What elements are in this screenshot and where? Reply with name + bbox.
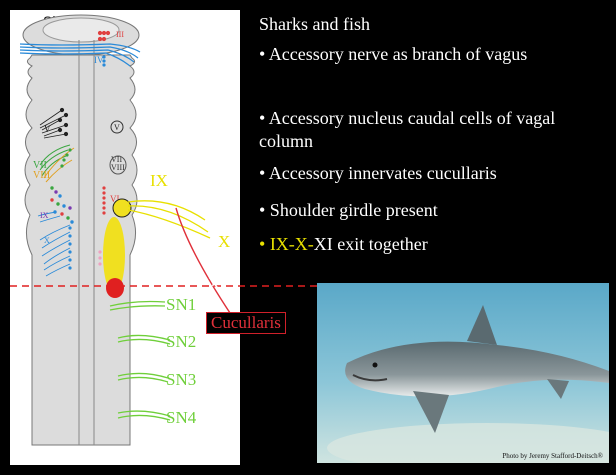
top-lobe-highlight	[43, 18, 119, 42]
label-IX-small: IX	[40, 211, 49, 220]
label-X-small: X	[44, 236, 50, 245]
label-V-circle: V	[114, 123, 120, 132]
cucullaris-label: Cucullaris	[206, 312, 286, 334]
label-SN1: SN1	[166, 295, 196, 315]
label-IV: IV	[94, 55, 104, 65]
label-nerve-XI: XI	[208, 274, 226, 294]
label-SN3: SN3	[166, 370, 196, 390]
bullet-4: • Shoulder girdle present	[259, 199, 559, 222]
accessory-ganglion	[106, 278, 124, 298]
bullet-5: • IX-X-XI exit together	[259, 233, 559, 256]
bullet-1: • Accessory nerve as branch of vagus	[259, 43, 559, 66]
bullet-5-rest: XI exit together	[314, 234, 428, 254]
label-SN2: SN2	[166, 332, 196, 352]
label-nerve-X: X	[218, 232, 230, 252]
label-VIII: VIII	[33, 170, 50, 181]
slide-title: Sharks and fish	[259, 14, 370, 35]
photo-credit: Photo by Jeremy Stafford-Deitsch®	[502, 452, 603, 460]
bullet-2: • Accessory nucleus caudal cells of vaga…	[259, 107, 559, 153]
label-nerve-IX: IX	[150, 171, 168, 191]
bullet-5-marker: •	[259, 234, 270, 254]
nerves-IX-X	[128, 201, 210, 238]
bullet-5-highlight: IX-X-	[270, 234, 314, 254]
shark-photo: Photo by Jeremy Stafford-Deitsch®	[317, 283, 609, 463]
label-V: V	[44, 124, 51, 134]
nucleus-XI	[98, 250, 101, 265]
shark-photo-art	[317, 283, 609, 463]
bullet-3: • Accessory innervates cucullaris	[259, 162, 559, 185]
label-III: III	[116, 30, 124, 39]
label-VIII-right: VIII	[111, 163, 125, 172]
label-SN4: SN4	[166, 408, 196, 428]
